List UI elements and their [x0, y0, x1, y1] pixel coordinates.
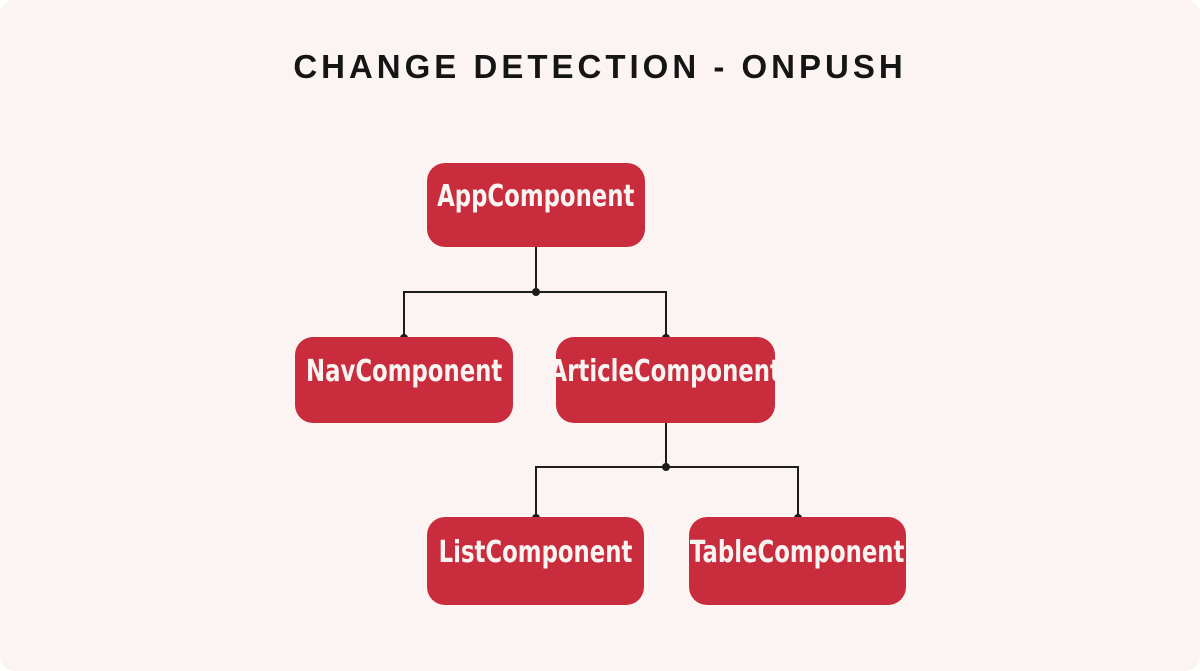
connector-app-trunk: [535, 247, 537, 293]
node-tablecomponent: TableComponent: [689, 517, 906, 605]
node-listcomponent-label: ListComponent: [438, 534, 633, 570]
junction-dot-level1: [532, 288, 540, 296]
node-tablecomponent-label: TableComponent: [690, 534, 905, 570]
junction-dot-level2: [662, 463, 670, 471]
node-articlecomponent-label: ArticleComponent: [549, 353, 782, 389]
connector-to-article: [665, 292, 667, 338]
connector-to-nav: [403, 292, 405, 338]
node-appcomponent: AppComponent: [427, 163, 645, 247]
node-navcomponent-label: NavComponent: [305, 353, 503, 389]
connector-article-trunk: [665, 423, 667, 467]
node-appcomponent-label: AppComponent: [437, 178, 635, 214]
diagram-title: CHANGE DETECTION - ONPUSH: [293, 48, 907, 85]
node-articlecomponent: ArticleComponent: [550, 337, 781, 423]
connector-to-table: [797, 467, 799, 518]
connector-to-list: [535, 467, 537, 518]
node-listcomponent: ListComponent: [427, 517, 644, 605]
node-navcomponent: NavComponent: [295, 337, 513, 423]
